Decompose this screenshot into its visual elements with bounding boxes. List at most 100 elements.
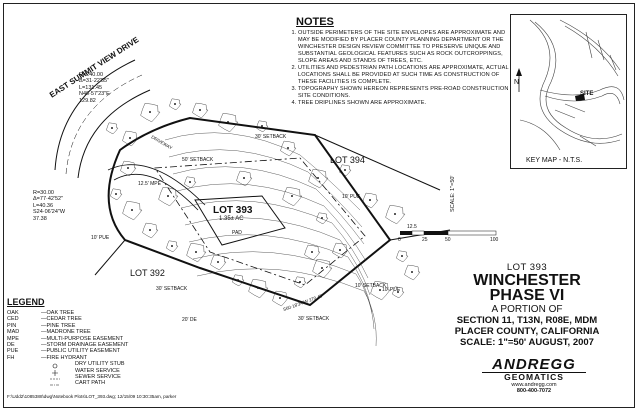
lot-main-label: LOT 393 — [213, 205, 253, 216]
curve-chord: 129.82 — [79, 97, 96, 104]
note-item: TOPOGRAPHY SHOWN HEREON REPRESENTS PRE-R… — [298, 86, 516, 100]
company-name: ANDREGG — [492, 356, 576, 373]
tree-icon — [370, 281, 391, 301]
tree-icon — [192, 102, 209, 119]
legend-desc: DRY UTILITY STUB — [75, 361, 125, 368]
legend-code: PIN — [7, 322, 17, 329]
tree-icon — [236, 170, 253, 187]
setback-10-label: 10' SETBACK — [355, 283, 387, 289]
legend-desc: OAK TREE — [46, 310, 75, 316]
file-path: F:\Udd2\1085388\dwg\Notebook Plots\LOT_3… — [7, 394, 177, 399]
legend-row: OAK— OAK TREE — [7, 310, 75, 316]
tree-icon — [142, 222, 159, 239]
pue-10-bottom-label: 10' PUE — [382, 287, 401, 293]
setback-30-top-label: 30' SETBACK — [255, 134, 287, 140]
tree-icon — [404, 264, 421, 281]
title-project-name: WINCHESTER — [473, 272, 581, 289]
legend-desc: SEWER SERVICE — [75, 374, 121, 381]
tree-icon — [282, 187, 303, 207]
legend-desc: PINE TREE — [46, 322, 76, 329]
curve-radius: R=30.00 — [33, 190, 54, 196]
legend-row: MAD— MADRONE TREE — [7, 329, 91, 336]
scale-tick-label: 25 — [422, 237, 428, 243]
tree-icon — [158, 187, 179, 207]
contour-line — [176, 183, 367, 262]
title-section: SECTION 11, T13N, R08E, MDM — [456, 315, 598, 326]
legend-row: SEWER SERVICE — [7, 374, 197, 380]
curve-data-left: R=30.00 Δ=77·42'52" L=40.36 S24·06'24"W … — [33, 190, 65, 222]
tree-icon — [312, 259, 333, 279]
legend-row: DE— STORM DRAINAGE EASEMENT — [7, 342, 129, 349]
contour-line — [184, 217, 371, 296]
setback-50-label: 50' SETBACK — [182, 157, 214, 163]
legend-desc: MULTI-PURPOSE EASEMENT — [46, 335, 124, 342]
north-label: N — [514, 79, 520, 86]
title-phase: PHASE VI — [489, 287, 565, 304]
topo-contours — [164, 132, 377, 347]
tree-icon — [272, 290, 289, 307]
street-edge-inner — [77, 89, 151, 179]
title-portion: A PORTION OF — [491, 304, 563, 315]
legend-row: MPE— MULTI-PURPOSE EASEMENT — [7, 335, 124, 342]
legend-desc: STORM DRAINAGE EASEMENT — [46, 342, 129, 349]
legend-symbol — [41, 380, 75, 386]
tree-icon — [186, 243, 207, 263]
scale-tick-label: 12.5 — [407, 224, 417, 230]
tree-icon — [339, 164, 352, 177]
note-item: OUTSIDE PERIMETERS OF THE SITE ENVELOPES… — [298, 30, 516, 65]
lot-line-392 — [94, 239, 126, 276]
tree-icon — [210, 254, 227, 271]
scale-tick-label: 100 — [490, 237, 499, 243]
note-item: UTILITIES AND PEDESTRIAN PATH LOCATIONS … — [298, 65, 516, 86]
tree-icon — [218, 113, 239, 133]
contour-line — [196, 268, 377, 347]
building-pad — [194, 195, 286, 246]
legend-row: CED— CEDAR TREE — [7, 316, 82, 323]
key-map — [510, 14, 627, 169]
de-20-label: 20' DE — [182, 317, 197, 323]
legend-desc: WATER SERVICE — [75, 367, 120, 374]
legend-symbols — [50, 363, 60, 386]
tree-icon — [169, 98, 182, 111]
legend-desc: MADRONE TREE — [46, 329, 91, 336]
legend-code: MPE — [7, 335, 19, 342]
note-item: TREE DRIPLINES SHOWN ARE APPROXIMATE. — [298, 100, 516, 107]
legend-code: DE — [7, 342, 15, 349]
street-centerline — [65, 74, 143, 175]
setback-30-left-label: 30' SETBACK — [156, 286, 188, 292]
title-county: PLACER COUNTY, CALIFORNIA — [454, 326, 600, 337]
legend-code: OAK — [7, 310, 19, 316]
company-logo-block: ANDREGG GEOMATICS www.andregg.com 800-40… — [482, 356, 586, 394]
legend-code: CED — [7, 316, 19, 323]
key-map-site-marker — [575, 94, 585, 101]
legend-row: WATER SERVICE — [7, 368, 197, 374]
contour-line — [192, 251, 375, 330]
title-scale-date: SCALE: 1"=50' AUGUST, 2007 — [460, 337, 594, 348]
key-map-site-label: SITE — [580, 91, 594, 97]
curve-length: L=131.45 — [79, 84, 103, 91]
curve-chord: 37.38 — [33, 215, 47, 222]
street-edge-outer — [54, 59, 136, 171]
curve-delta: Δ=31·22'55" — [79, 78, 110, 85]
tree-icon — [248, 279, 269, 299]
sheet-border — [3, 3, 635, 408]
company-website: www.andregg.com — [511, 382, 557, 388]
tree-icon — [140, 103, 161, 123]
contour-line — [172, 166, 365, 245]
contour-line — [180, 200, 369, 279]
curve-length: L=40.36 — [33, 202, 54, 209]
legend-row: PIN— PINE TREE — [7, 322, 76, 329]
tree-icon — [362, 192, 379, 209]
north-arrow — [516, 68, 522, 92]
lot-393-boundary — [107, 116, 392, 307]
company-phone: 800-400-7072 — [516, 388, 552, 394]
curve-data-top: R=240.00 Δ=31·22'55" L=131.45 N46·57'23"… — [79, 72, 110, 104]
legend-row: FH— FIRE HYDRANT — [7, 354, 88, 361]
legend-row: PUE— PUBLIC UTILITY EASEMENT — [7, 348, 121, 355]
scale-tick-label: 50 — [445, 237, 451, 243]
curve-bearing: S24·06'24"W — [33, 209, 66, 216]
legend-code: PUE — [7, 348, 19, 355]
tree-icon — [256, 120, 269, 133]
tree-driplines — [106, 98, 421, 307]
